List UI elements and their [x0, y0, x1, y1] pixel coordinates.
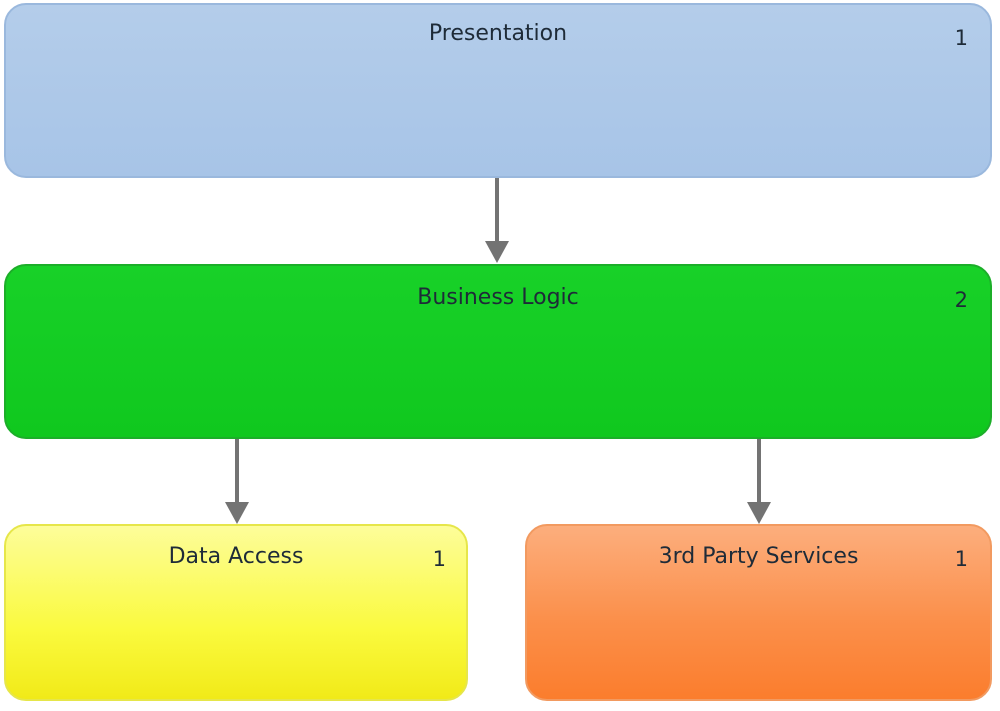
- presentation-layer-title: Presentation: [428, 21, 568, 46]
- data-access-layer-count: 1: [432, 547, 446, 571]
- business-logic-layer-title: Business Logic: [417, 285, 579, 310]
- arrow-business-logic-to-data-access: [225, 439, 249, 524]
- third-party-services-layer-title: 3rd Party Services: [658, 544, 859, 569]
- business-logic-layer-box[interactable]: Business Logic 2: [4, 264, 992, 439]
- business-logic-layer-count: 2: [954, 288, 968, 312]
- presentation-layer-box[interactable]: Presentation 1: [4, 3, 992, 178]
- arrow-business-logic-to-third-party-services: [747, 439, 771, 524]
- arrow-presentation-to-business-logic: [485, 178, 509, 263]
- data-access-layer-title: Data Access: [168, 544, 304, 569]
- data-access-layer-box[interactable]: Data Access 1: [4, 524, 468, 701]
- third-party-services-layer-box[interactable]: 3rd Party Services 1: [525, 524, 992, 701]
- presentation-layer-count: 1: [954, 26, 968, 50]
- third-party-services-layer-count: 1: [954, 547, 968, 571]
